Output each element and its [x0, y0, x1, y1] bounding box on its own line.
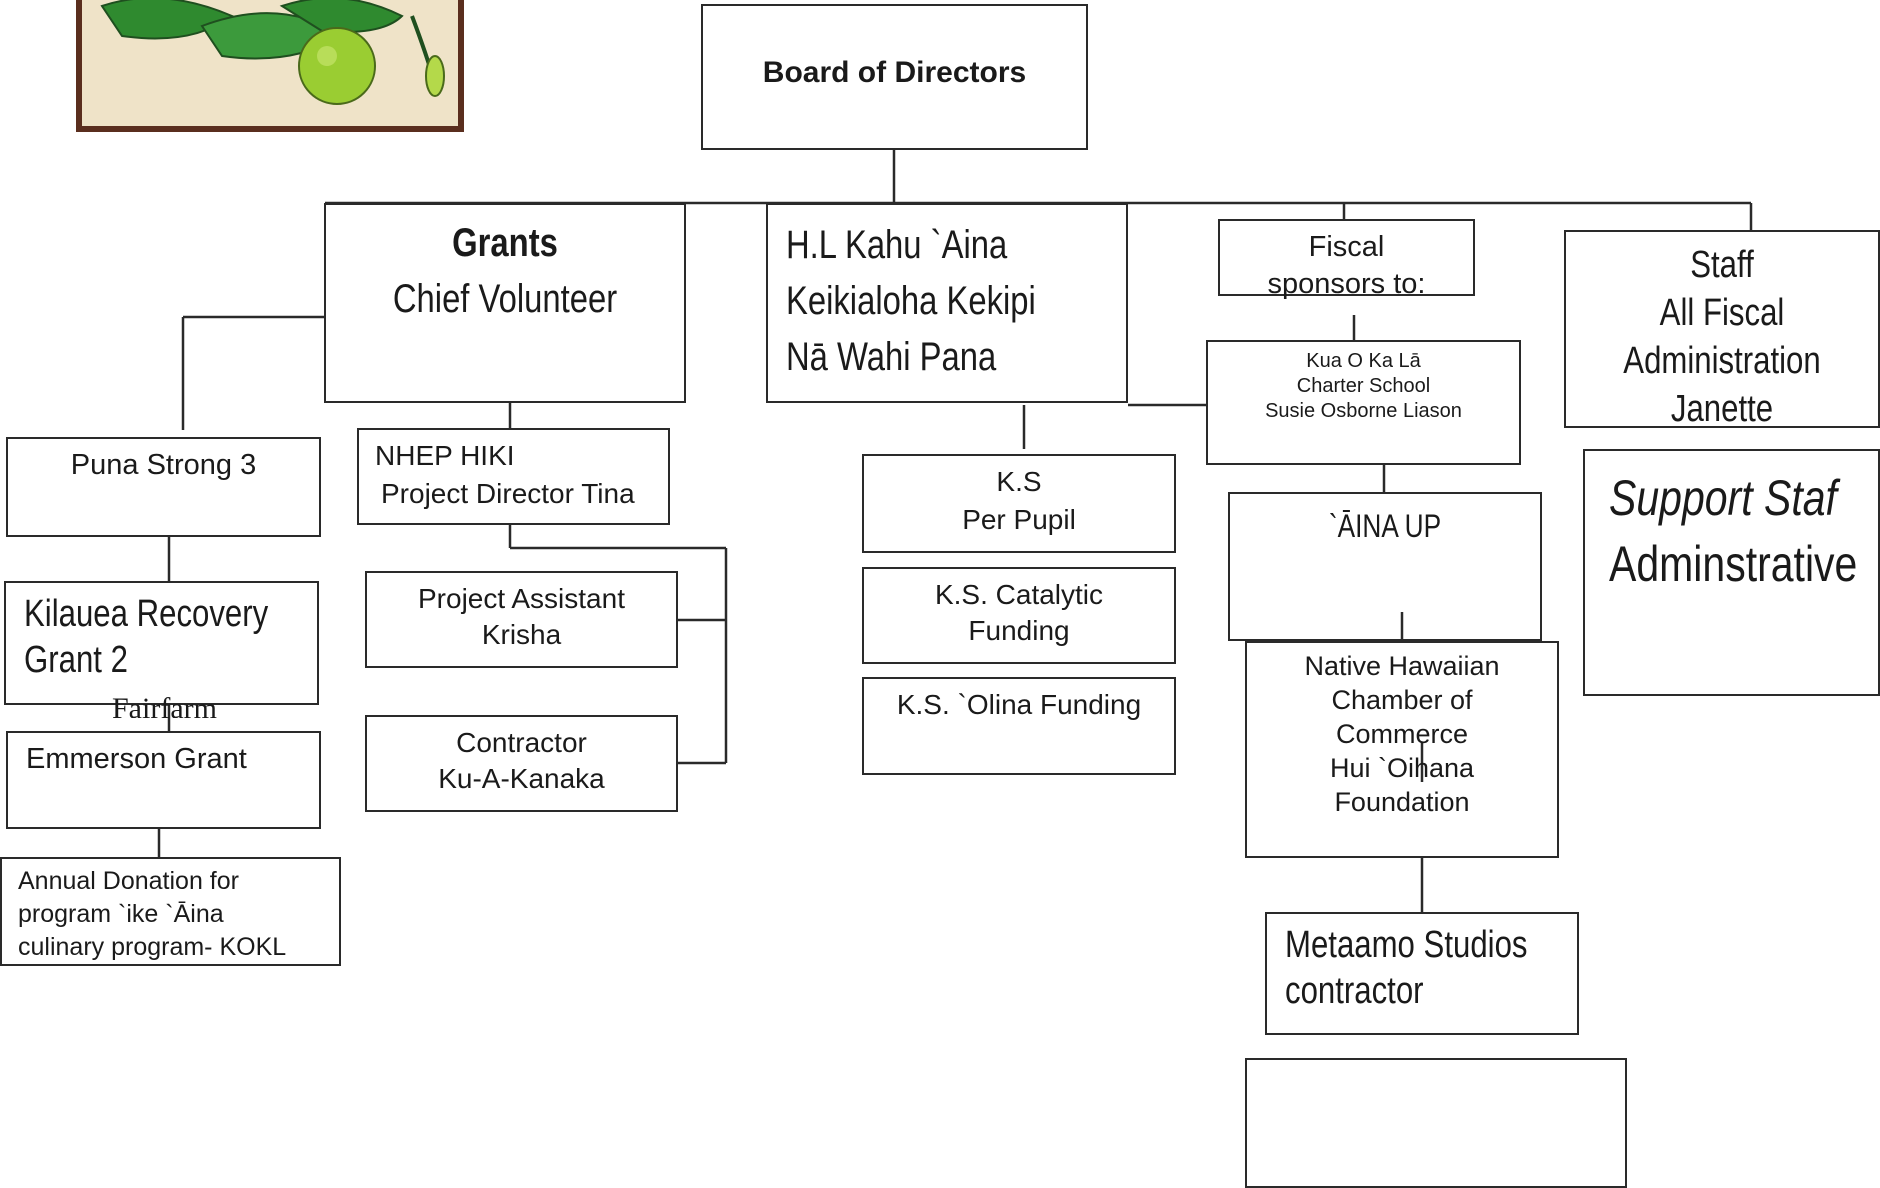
hl-line-2: Keikialoha Kekipi — [786, 279, 1036, 323]
ks-line-2: Per Pupil — [962, 504, 1076, 535]
board-label: Board of Directors — [762, 56, 1027, 89]
grants-box: Grants Chief Volunteer — [324, 203, 686, 403]
emmerson-label: Emmerson Grant — [26, 743, 247, 775]
kso-label: K.S. `Olina Funding — [896, 689, 1142, 720]
staff-line-4: Janette — [1670, 388, 1774, 430]
contractor-box: Contractor Ku-A-Kanaka — [365, 715, 678, 812]
fiscal-label: Fiscal sponsors to: — [1267, 231, 1426, 300]
ks-per-pupil-box: K.S Per Pupil — [862, 454, 1176, 553]
ksc-line-1: K.S. Catalytic — [934, 579, 1104, 610]
contractor-line-1: Contractor — [456, 727, 587, 758]
nhep-hiki-box: NHEP HIKI Project Director Tina — [357, 428, 670, 525]
puna-label: Puna Strong 3 — [70, 449, 257, 481]
nhcc-line-1: Native Hawaiian — [1304, 651, 1500, 681]
nhcc-line-2: Chamber of — [1331, 685, 1473, 715]
hl-kahu-aina-box: H.L Kahu `Aina Keikialoha Kekipi Nā Wahi… — [766, 203, 1128, 403]
nhep-line-2: Project Director Tina — [381, 478, 635, 509]
ks-olina-box: K.S. `Olina Funding — [862, 677, 1176, 775]
annual-line-3: culinary program- KOKL — [18, 933, 287, 961]
puna-strong-box: Puna Strong 3 — [6, 437, 321, 537]
contractor-line-2: Ku-A-Kanaka — [438, 763, 605, 794]
staff-box: Staff All Fiscal Administration Janette — [1564, 230, 1880, 430]
metaamo-studios-box: Metaamo Studios contractor — [1265, 912, 1579, 1035]
project-assistant-box: Project Assistant Krisha — [365, 571, 678, 668]
kilauea-recovery-box: Kilauea Recovery Grant 2 — [4, 581, 319, 705]
annual-line-2: program `ike `Āina — [18, 900, 224, 928]
ksc-line-2: Funding — [968, 615, 1070, 646]
support-line-2: Adminstrative — [1609, 536, 1858, 592]
hl-line-1: H.L Kahu `Aina — [786, 223, 1008, 267]
grants-subtitle: Chief Volunteer — [392, 277, 618, 321]
empty-box — [1245, 1058, 1627, 1188]
grants-title: Grants — [452, 221, 558, 265]
support-line-1: Support Staf — [1609, 470, 1837, 526]
assistant-line-2: Krisha — [481, 619, 562, 650]
support-staff-box: Support Staf Adminstrative — [1583, 449, 1880, 696]
kua-line-1: Kua O Ka Lā — [1306, 350, 1421, 372]
kilauea-line-2: Grant 2 — [24, 639, 128, 681]
nhcc-line-3: Commerce — [1335, 719, 1469, 749]
board-of-directors-box: Board of Directors — [701, 4, 1088, 150]
fiscal-sponsors-box: Fiscal sponsors to: — [1218, 219, 1475, 300]
hl-line-3: Nā Wahi Pana — [786, 335, 997, 379]
staff-line-1: Staff — [1690, 244, 1754, 286]
kilauea-line-1: Kilauea Recovery — [24, 593, 269, 635]
kua-o-ka-la-box: Kua O Ka Lā Charter School Susie Osborne… — [1206, 340, 1521, 465]
aina-up-label: `ĀINA UP — [1328, 508, 1442, 544]
kua-line-3: Susie Osborne Liason — [1265, 400, 1462, 422]
logo-image — [76, 0, 464, 132]
annual-line-1: Annual Donation for — [18, 867, 239, 895]
nhcc-line-5: Foundation — [1334, 787, 1470, 817]
aina-up-box: `ĀINA UP — [1228, 492, 1542, 641]
staff-line-3: Administration — [1623, 340, 1821, 382]
annual-donation-box: Annual Donation for program `ike `Āina c… — [0, 857, 341, 966]
nhcc-line-4: Hui `Oihana — [1329, 753, 1475, 783]
ks-line-1: K.S — [996, 466, 1042, 497]
fairfarm-label: Fairfarm — [112, 692, 217, 718]
assistant-line-1: Project Assistant — [418, 583, 625, 614]
staff-line-2: All Fiscal — [1659, 292, 1785, 334]
kua-line-2: Charter School — [1296, 375, 1431, 397]
nhep-line-1: NHEP HIKI — [375, 440, 515, 471]
native-hawaiian-chamber-box: Native Hawaiian Chamber of Commerce Hui … — [1245, 641, 1559, 858]
emmerson-grant-box: Emmerson Grant — [6, 731, 321, 829]
metaamo-line-2: contractor — [1285, 970, 1424, 1012]
ks-catalytic-box: K.S. Catalytic Funding — [862, 567, 1176, 664]
metaamo-line-1: Metaamo Studios — [1285, 924, 1528, 966]
